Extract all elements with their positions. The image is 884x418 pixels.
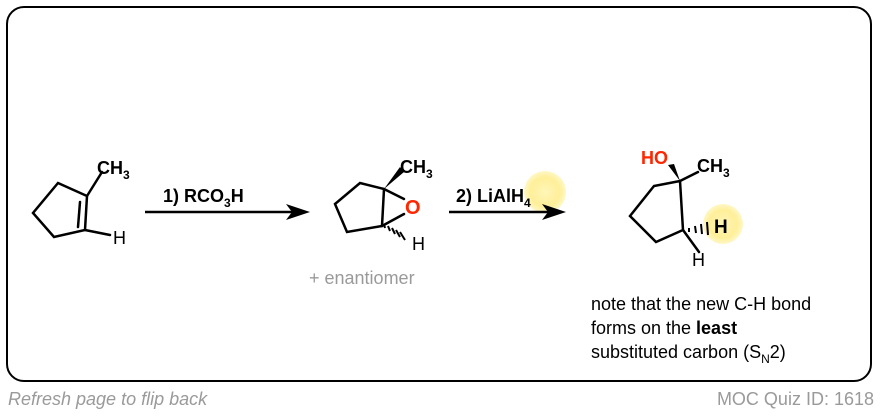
- epoxide-co-bond-lower: [380, 212, 406, 228]
- reactant-double-bond: [76, 200, 82, 229]
- enantiomer-note: + enantiomer: [309, 268, 415, 288]
- product-methyl-bond: [678, 170, 700, 183]
- epoxide-methyl-label: CH3: [400, 157, 433, 181]
- epoxide-oxygen-label: O: [405, 197, 421, 219]
- new-hydrogen-highlight: [703, 204, 743, 244]
- epoxide-cc-bond: [380, 187, 386, 228]
- product-hydrogen-label: H: [692, 250, 705, 270]
- product-hydroxyl-label: HO: [641, 148, 668, 168]
- quiz-id: MOC Quiz ID: 1618: [716, 389, 874, 409]
- product-methyl-label: CH3: [697, 156, 730, 180]
- product-ring: [628, 179, 685, 244]
- product-h-bond: [681, 228, 701, 254]
- note-line-1: note that the new C-H bond: [591, 294, 811, 314]
- product-structure: [628, 170, 701, 254]
- arrow-step1: [145, 204, 310, 220]
- epoxide-co-bond-upper: [382, 187, 406, 201]
- product-h-hash: [688, 221, 709, 236]
- reactant-methylcyclopentene: [31, 170, 112, 239]
- product-oh-wedge: [668, 164, 680, 181]
- step1-reagent: 1) RCO3H: [163, 186, 244, 210]
- reactant-h-bond: [83, 228, 112, 237]
- product-new-hydrogen-label: H: [714, 217, 728, 238]
- reactant-hydrogen-label: H: [113, 228, 126, 248]
- epoxide-hydrogen-label: H: [412, 234, 425, 254]
- flip-back-hint[interactable]: Refresh page to flip back: [8, 389, 208, 409]
- arrow-step2: [449, 204, 566, 220]
- note-line-2: forms on the least: [591, 318, 737, 338]
- reactant-methyl-label: CH3: [97, 158, 130, 182]
- hydride-highlight: [524, 171, 566, 213]
- step2-reagent: 2) LiAlH4: [456, 186, 531, 210]
- note-line-3: substituted carbon (SN2): [591, 342, 786, 366]
- regiochemistry-note: note that the new C-H bond forms on the …: [591, 294, 811, 366]
- epoxide-structure: [333, 181, 406, 234]
- reactant-methyl-bond: [85, 170, 104, 198]
- epoxide-ring: [333, 181, 386, 234]
- reactant-ring: [31, 181, 89, 239]
- epoxide-h-hash: [383, 223, 406, 241]
- epoxide-methyl-wedge: [384, 167, 404, 189]
- scheme-card: [6, 6, 872, 382]
